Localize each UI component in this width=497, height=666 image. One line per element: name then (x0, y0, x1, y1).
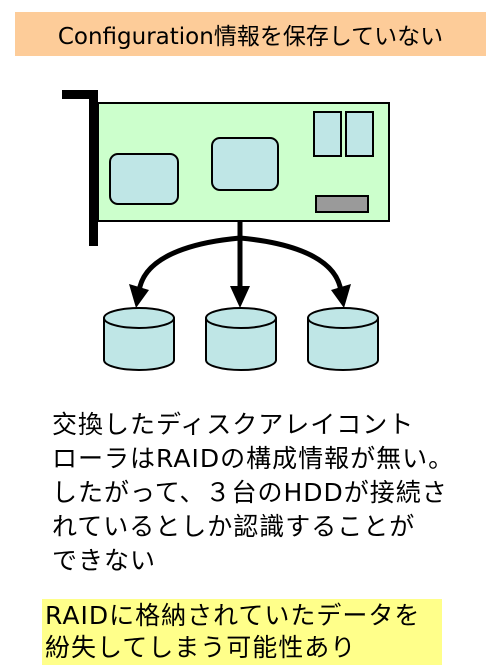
hard-disk-icon (103, 307, 175, 371)
description-text: 交換したディスクアレイコント ローラはRAIDの構成情報が無い。 したがって、３… (52, 408, 472, 578)
title-banner: Configuration情報を保存していない (15, 12, 486, 56)
description-line: ローラはRAIDの構成情報が無い。 (52, 444, 455, 473)
warning-box: RAIDに格納されていたデータを 紛失してしまう可能性あり (42, 599, 442, 665)
chip-small-2 (345, 111, 374, 157)
card-bracket-vertical (89, 90, 98, 246)
raid-controller-card-icon (62, 90, 390, 246)
hard-disk-icon (205, 307, 277, 371)
chip-large-left (109, 153, 179, 205)
cables (136, 221, 344, 293)
description-line: できない (52, 546, 157, 575)
chip-small-1 (313, 111, 342, 157)
card-bracket (62, 90, 98, 99)
description-line: したがって、３台のHDDが接続さ (52, 478, 448, 507)
description-line: 交換したディスクアレイコント (52, 410, 415, 439)
page-title: Configuration情報を保存していない (57, 24, 444, 50)
warning-line: RAIDに格納されていたデータを (45, 601, 421, 630)
hard-disk-icon (307, 307, 379, 371)
raid-diagram (62, 90, 390, 371)
chip-center (211, 137, 279, 191)
description-line: れているとしか認識することが (52, 512, 416, 541)
warning-line: 紛失してしまう可能性あり (45, 633, 357, 662)
arrowheads (129, 284, 351, 308)
connector (315, 195, 369, 213)
